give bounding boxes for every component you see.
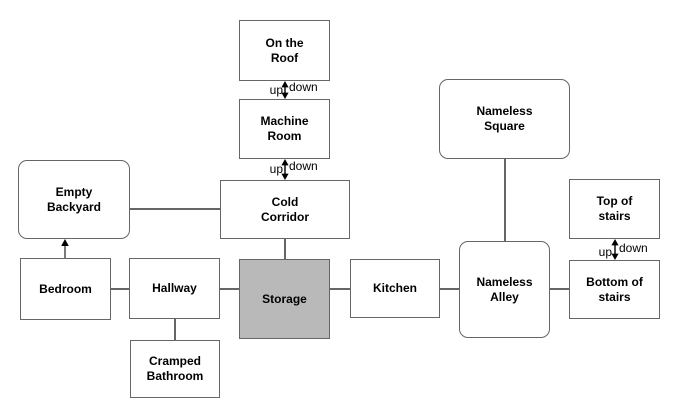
up-down-arrow-machine-room-roof bbox=[281, 81, 289, 99]
room-storage[interactable]: Storage bbox=[239, 259, 330, 339]
edge-nameless-square-nameless-alley bbox=[504, 159, 506, 241]
room-machine-room[interactable]: Machine Room bbox=[239, 99, 330, 159]
edge-label-down: down bbox=[619, 241, 648, 255]
edge-bedroom-hallway bbox=[111, 288, 129, 290]
room-label: Kitchen bbox=[372, 281, 417, 295]
room-label: Top of stairs bbox=[596, 194, 633, 223]
up-down-arrow-cold-corridor-machine-room bbox=[281, 159, 289, 180]
edge-kitchen-nameless-alley bbox=[440, 288, 459, 290]
room-cold-corridor[interactable]: Cold Corridor bbox=[220, 180, 350, 239]
room-label: Storage bbox=[262, 291, 307, 306]
room-on-the-roof[interactable]: On the Roof bbox=[239, 20, 330, 81]
edge-hallway-storage bbox=[220, 288, 239, 290]
edge-nameless-alley-bottom-of-stairs bbox=[550, 288, 569, 290]
room-label: Cramped Bathroom bbox=[146, 354, 204, 383]
room-label: Cold Corridor bbox=[261, 194, 309, 224]
room-label: Bedroom bbox=[39, 281, 92, 296]
room-label: Empty Backyard bbox=[46, 184, 102, 214]
edge-empty-backyard-cold-corridor bbox=[130, 208, 220, 210]
room-nameless-square[interactable]: Nameless Square bbox=[439, 79, 570, 159]
room-nameless-alley[interactable]: Nameless Alley bbox=[459, 241, 550, 338]
edge-label-up: up bbox=[269, 83, 283, 97]
room-label: On the Roof bbox=[265, 35, 304, 65]
room-cramped-bathroom[interactable]: Cramped Bathroom bbox=[130, 340, 220, 398]
edge-hallway-cramped-bathroom bbox=[174, 319, 176, 340]
room-label: Machine Room bbox=[260, 114, 309, 143]
edge-label-down: down bbox=[289, 159, 318, 173]
room-top-of-stairs[interactable]: Top of stairs bbox=[569, 179, 660, 239]
room-kitchen[interactable]: Kitchen bbox=[350, 259, 440, 318]
room-label: Hallway bbox=[152, 281, 197, 295]
edge-cold-corridor-storage bbox=[284, 239, 286, 259]
room-label: Bottom of stairs bbox=[586, 274, 643, 304]
room-bottom-of-stairs[interactable]: Bottom of stairs bbox=[569, 260, 660, 319]
edge-label-up: up bbox=[269, 162, 283, 176]
room-bedroom[interactable]: Bedroom bbox=[20, 258, 111, 320]
edge-label-up: up bbox=[598, 245, 612, 259]
room-hallway[interactable]: Hallway bbox=[129, 258, 220, 319]
room-label: Nameless Square bbox=[476, 104, 533, 133]
up-down-arrow-stairs bbox=[611, 239, 619, 260]
room-label: Nameless Alley bbox=[476, 274, 533, 304]
arrow-bedroom-to-empty-backyard bbox=[61, 239, 69, 259]
edge-storage-kitchen bbox=[330, 288, 350, 290]
edge-label-down: down bbox=[289, 80, 318, 94]
room-empty-backyard[interactable]: Empty Backyard bbox=[18, 160, 130, 239]
